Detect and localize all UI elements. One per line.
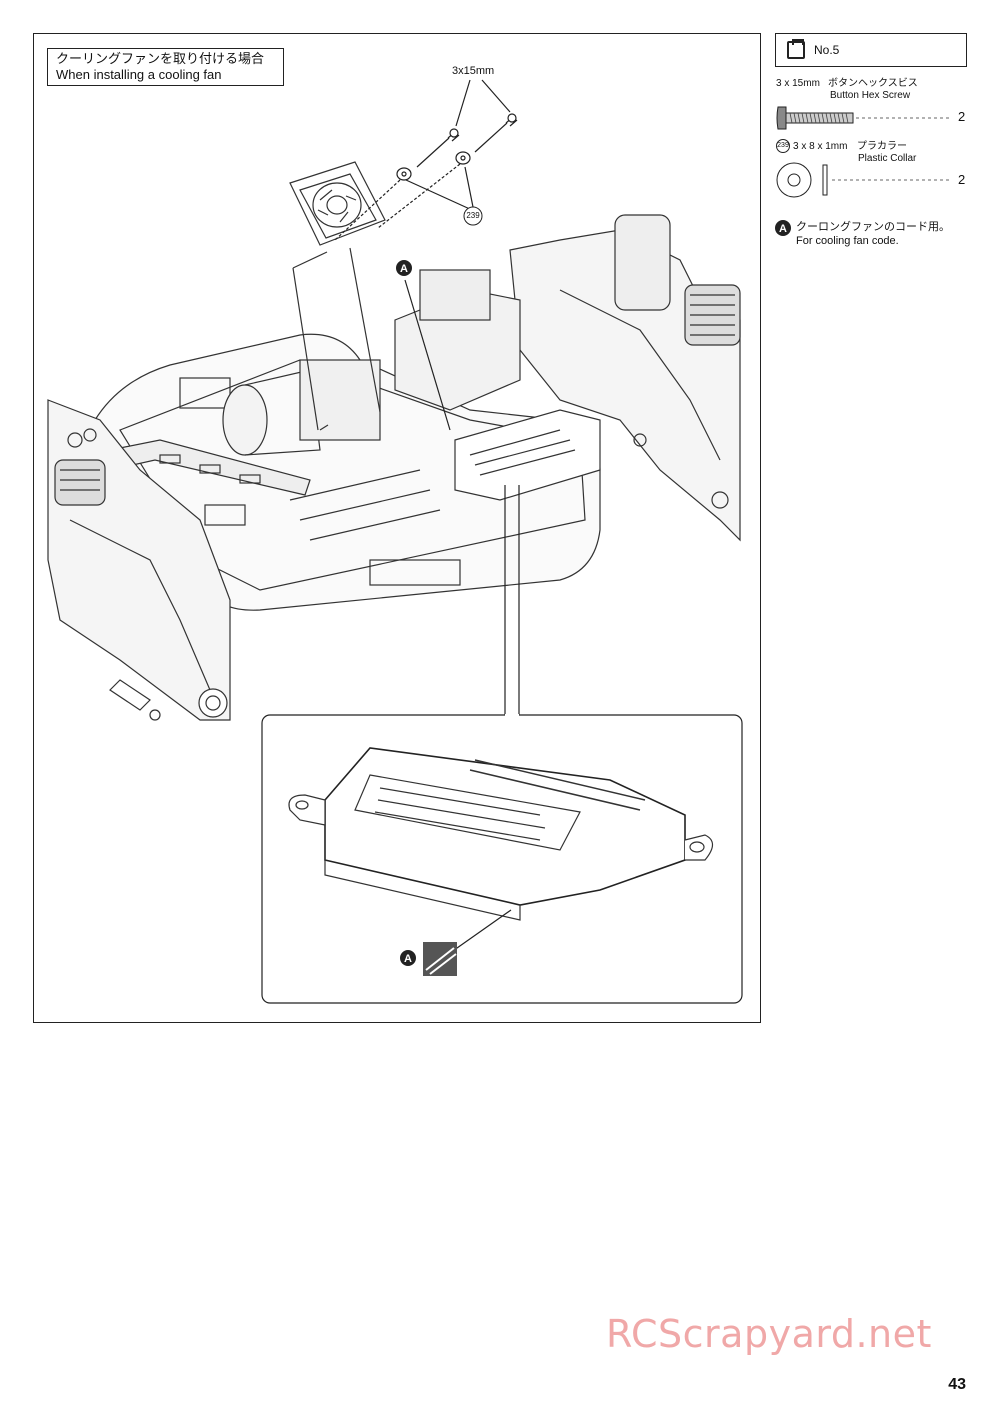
part-name-en: Plastic Collar bbox=[858, 153, 917, 164]
screw-callout: 3x15mm bbox=[452, 65, 495, 77]
diagram-frame bbox=[33, 33, 761, 1023]
part-name-jp: プラカラー bbox=[857, 141, 907, 152]
bag-label: No.5 bbox=[814, 43, 840, 57]
page-number: 43 bbox=[948, 1376, 966, 1393]
marker-a-detail: A bbox=[400, 950, 416, 966]
part-qty: 2 bbox=[958, 109, 966, 124]
watermark: RCScrapyard.net bbox=[606, 1312, 932, 1356]
part-qty: 2 bbox=[958, 172, 966, 187]
caption-en: When installing a cooling fan bbox=[56, 67, 222, 82]
caption-box: クーリングファンを取り付ける場合 When installing a cooli… bbox=[47, 48, 284, 86]
part-size: 3 x 8 x 1mm bbox=[793, 141, 848, 152]
part-name-en: Button Hex Screw bbox=[830, 90, 911, 101]
part-name-jp: ボタンヘックスビス bbox=[828, 78, 918, 89]
part-ref-239: 239 bbox=[466, 211, 480, 220]
parts-bag-box: No.5 bbox=[775, 33, 967, 67]
svg-text:A: A bbox=[400, 263, 408, 275]
marker-a-top: A bbox=[396, 260, 412, 276]
part-size: 3 x 15mm bbox=[776, 78, 820, 89]
svg-text:A: A bbox=[404, 953, 412, 965]
note-jp: クーロングファンのコード用。 bbox=[796, 221, 950, 233]
note-en: For cooling fan code. bbox=[796, 235, 899, 247]
caption-jp: クーリングファンを取り付ける場合 bbox=[56, 51, 265, 66]
part-ref: 239 bbox=[777, 142, 789, 149]
note-a: クーロングファンのコード用。 For cooling fan code. bbox=[776, 220, 950, 248]
bag-icon bbox=[787, 39, 805, 59]
